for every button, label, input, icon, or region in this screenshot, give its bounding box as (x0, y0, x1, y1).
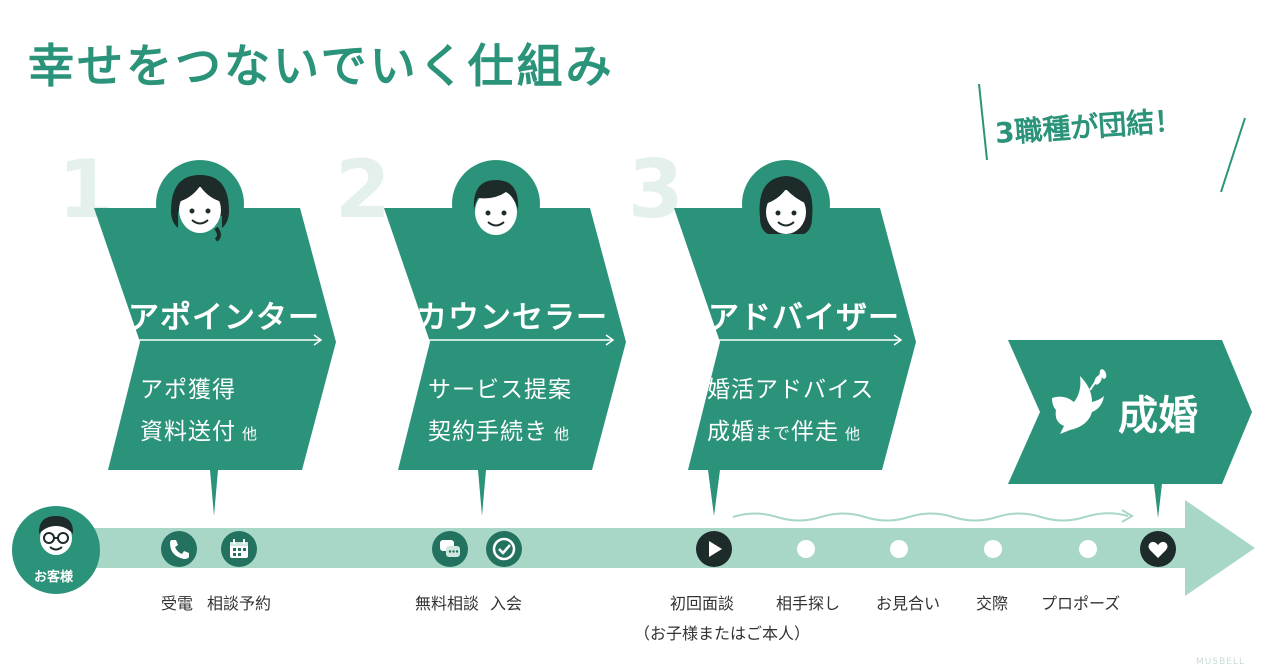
timeline-arrow (60, 500, 1255, 596)
label-dating: 交際 (976, 594, 1009, 613)
task-appointer-1: アポ獲得 (140, 377, 236, 403)
label-omiai: お見合い (876, 594, 941, 613)
woman-face-icon (759, 176, 813, 234)
role-card-advisor (674, 160, 916, 516)
role-title-advisor: アドバイザー (708, 300, 900, 336)
label-join: 入会 (490, 594, 523, 613)
label-reserve: 相談予約 (207, 594, 272, 613)
badge-decoration (978, 83, 1246, 193)
chat-icon (432, 531, 468, 567)
role-card-counselor (384, 160, 626, 516)
task-counselor-1: サービス提案 (428, 377, 572, 403)
step-number-2: 2 (335, 143, 391, 236)
label-proposal: プロポーズ (1041, 594, 1121, 613)
brand-watermark: MUSBELL (1196, 657, 1245, 667)
phone-icon (161, 531, 197, 567)
calendar-icon (221, 531, 257, 567)
customer-face-icon (38, 516, 74, 555)
milestone-dot (984, 540, 1002, 558)
woman-face-icon (171, 175, 229, 242)
step-number-3: 3 (628, 143, 684, 236)
goal-label: 成婚 (1118, 393, 1198, 439)
task-advisor-1: 婚活アドバイス (707, 377, 875, 403)
label-consult: 無料相談 (415, 594, 480, 613)
label-partner-search: 相手探し (776, 594, 841, 613)
task-advisor-2: 成婚まで伴走他 (707, 419, 862, 445)
milestone-dot (890, 540, 908, 558)
heart-icon (1140, 531, 1176, 567)
check-badge-icon (486, 531, 522, 567)
dove-icon (1052, 369, 1107, 434)
play-icon (696, 531, 732, 567)
label-first-meeting-note: （お子様またはご本人） (634, 624, 811, 643)
timeline-milestones (161, 531, 1176, 567)
milestone-dot (797, 540, 815, 558)
page-title: 幸せをつないでいく仕組み (28, 39, 615, 93)
task-appointer-2: 資料送付他 (140, 419, 259, 445)
goal-card (1008, 340, 1252, 518)
customer-avatar (12, 506, 100, 594)
role-card-appointer (94, 160, 336, 516)
role-title-counselor: カウンセラー (416, 300, 608, 336)
label-phone: 受電 (161, 594, 194, 613)
role-title-appointer: アポインター (128, 300, 320, 336)
milestone-dot (1079, 540, 1097, 558)
man-face-icon (473, 180, 519, 235)
task-counselor-2: 契約手続き他 (428, 419, 571, 445)
label-first-meeting: 初回面談 (670, 594, 735, 613)
customer-label: お客様 (34, 570, 74, 585)
